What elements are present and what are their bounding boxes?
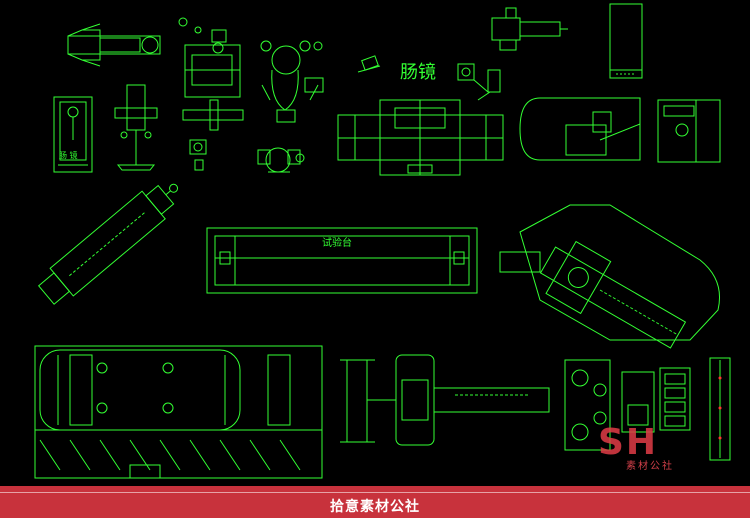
test-bench-label: 试验台 <box>322 236 352 249</box>
surgical-microscope-plan <box>340 354 550 446</box>
red-markers <box>718 376 722 440</box>
footer-divider <box>0 492 750 493</box>
sh-watermark-logo: SH 素材公社 <box>598 425 693 473</box>
vertical-apparatus <box>114 84 158 171</box>
colonoscopy-unit <box>337 99 504 176</box>
small-device-icon <box>357 55 381 73</box>
watermark-subtitle: 素材公社 <box>626 461 674 472</box>
test-bench <box>206 227 478 294</box>
operating-table-fixture <box>182 99 244 171</box>
dental-chair-top-view <box>178 17 241 98</box>
dental-unit-top-right <box>491 7 568 51</box>
rotated-examination-bed <box>37 183 179 305</box>
rounded-room-plan <box>519 97 641 161</box>
specimen-frame <box>53 96 93 173</box>
rotated-workstation <box>499 204 720 349</box>
large-tank-elevation <box>34 345 323 479</box>
footer-bar: 拾意素材公社 <box>0 486 750 518</box>
chair-fixture-top <box>260 40 324 123</box>
frame-small-label: 肠 镜 <box>59 150 78 160</box>
watermark-letters: SH <box>598 422 659 463</box>
stretcher-top-view <box>67 23 161 67</box>
footer-text: 拾意素材公社 <box>330 499 420 515</box>
tall-cabinet <box>609 3 643 79</box>
colonoscopy-label: 肠镜 <box>400 62 436 83</box>
patient-chair-top <box>257 147 305 173</box>
office-desk-plan <box>657 99 721 163</box>
articulated-lamp <box>457 63 501 101</box>
